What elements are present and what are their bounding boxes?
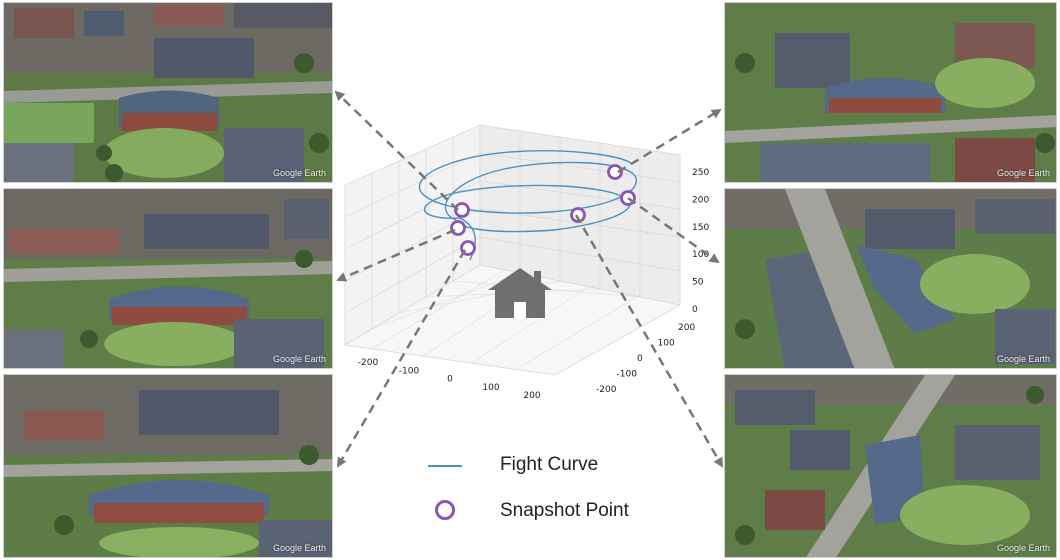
arrow-to-right-top xyxy=(617,108,722,174)
z-tick-label: 250 xyxy=(692,168,709,178)
legend-curve-swatch xyxy=(428,465,462,467)
google-earth-watermark: Google Earth xyxy=(272,354,326,364)
aerial-photo-left-bottom: Google Earth xyxy=(3,374,333,558)
legend-snapshot-swatch xyxy=(435,500,455,520)
aerial-photo-right-middle: Google Earth xyxy=(724,188,1057,369)
z-axis-ticks: 250 200 150 100 50 0 xyxy=(692,168,709,315)
y-tick-label: 100 xyxy=(658,339,675,349)
snapshot-points xyxy=(450,164,636,256)
aerial-photo-right-top: Google Earth xyxy=(724,2,1057,183)
arrow-to-left-bottom xyxy=(336,249,467,468)
snapshot-point xyxy=(454,202,470,218)
snapshot-point xyxy=(570,207,586,223)
arrow-to-left-top xyxy=(334,90,459,211)
arrow-to-left-middle xyxy=(336,228,456,282)
z-tick-label: 0 xyxy=(692,305,698,315)
home-icon xyxy=(488,268,552,318)
snapshot-point xyxy=(607,164,623,180)
legend-snapshot-label: Snapshot Point xyxy=(500,500,629,521)
y-tick-label: 200 xyxy=(678,323,695,333)
y-tick-label: -200 xyxy=(596,385,617,395)
aerial-photo-left-top: Google Earth xyxy=(3,2,333,183)
y-tick-label: 0 xyxy=(637,354,643,364)
google-earth-watermark: Google Earth xyxy=(272,168,326,178)
google-earth-watermark: Google Earth xyxy=(996,168,1050,178)
z-tick-label: 50 xyxy=(692,278,704,288)
google-earth-watermark: Google Earth xyxy=(996,543,1050,553)
google-earth-watermark: Google Earth xyxy=(996,354,1050,364)
z-tick-label: 200 xyxy=(692,195,709,205)
legend-curve-label: Fight Curve xyxy=(500,454,599,475)
aerial-photo-right-bottom: Google Earth xyxy=(724,374,1057,558)
arrow-to-right-middle xyxy=(627,196,720,264)
x-tick-label: -100 xyxy=(399,366,420,376)
z-tick-label: 100 xyxy=(692,250,709,260)
x-tick-label: -200 xyxy=(358,358,379,368)
y-tick-label: -100 xyxy=(617,370,638,380)
z-tick-label: 150 xyxy=(692,223,709,233)
x-tick-label: 100 xyxy=(482,383,499,393)
arrow-to-right-bottom xyxy=(574,214,724,468)
floor-pane xyxy=(343,264,682,376)
x-axis-ticks: -200 -100 0 100 200 xyxy=(358,358,541,401)
legend: Fight Curve Snapshot Point xyxy=(420,448,680,528)
x-tick-label: 0 xyxy=(447,375,453,385)
google-earth-watermark: Google Earth xyxy=(272,543,326,553)
x-tick-label: 200 xyxy=(523,391,540,401)
aerial-photo-left-middle: Google Earth xyxy=(3,188,333,369)
